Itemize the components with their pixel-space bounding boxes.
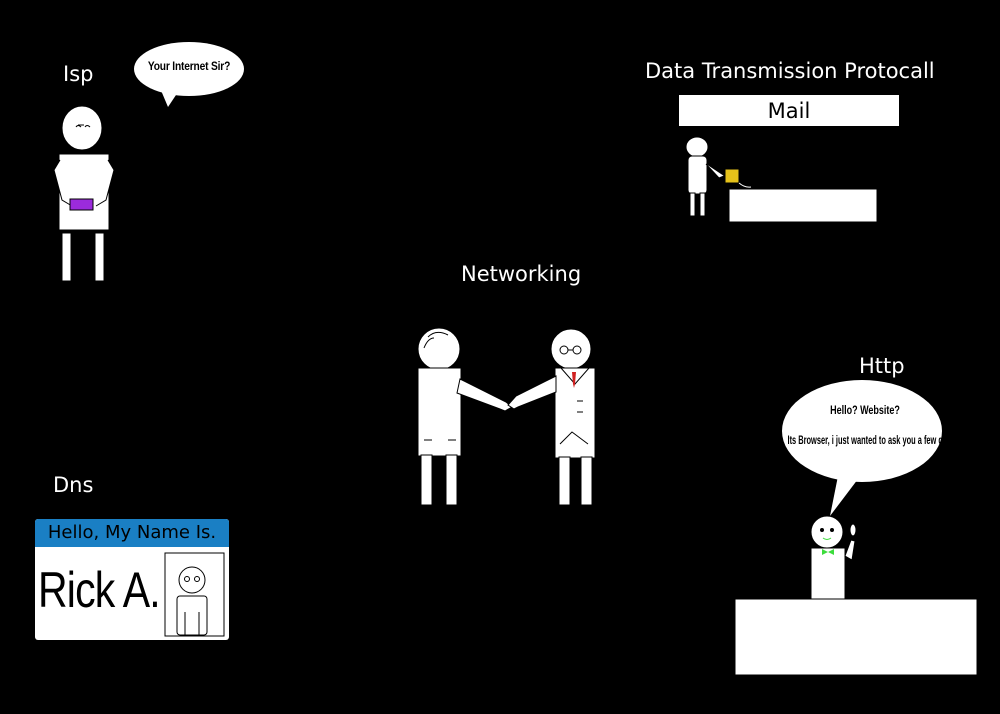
envelope-icon <box>724 168 740 184</box>
http-speech-bubble <box>782 380 942 516</box>
isp-speech-bubble <box>134 42 244 107</box>
tie-icon <box>572 372 576 388</box>
browser-figure <box>734 515 978 676</box>
nametag-name: Rick A. <box>38 562 161 618</box>
dns-label: Dns <box>53 473 94 497</box>
networking-figure-left <box>417 327 513 506</box>
http-label: Http <box>859 354 905 378</box>
http-bubble-line2: Its Browser, i just wanted to ask you a … <box>787 433 976 447</box>
mail-box: Mail <box>679 95 899 126</box>
dns-nametag: Hello, My Name Is. Rick A. <box>35 519 229 640</box>
package-icon <box>69 198 94 211</box>
nametag-header: Hello, My Name Is. <box>35 519 229 547</box>
isp-bubble-text: Your Internet Sir? <box>147 59 231 73</box>
http-bubble-line1: Hello? Website? <box>830 403 900 417</box>
networking-label: Networking <box>461 262 582 286</box>
mail-figure <box>685 136 878 223</box>
isp-figure <box>53 105 115 282</box>
bowtie-icon <box>822 549 834 555</box>
dtp-label: Data Transmission Protocall <box>645 59 935 83</box>
isp-label: Isp <box>63 62 94 86</box>
networking-figure-right <box>507 328 596 506</box>
